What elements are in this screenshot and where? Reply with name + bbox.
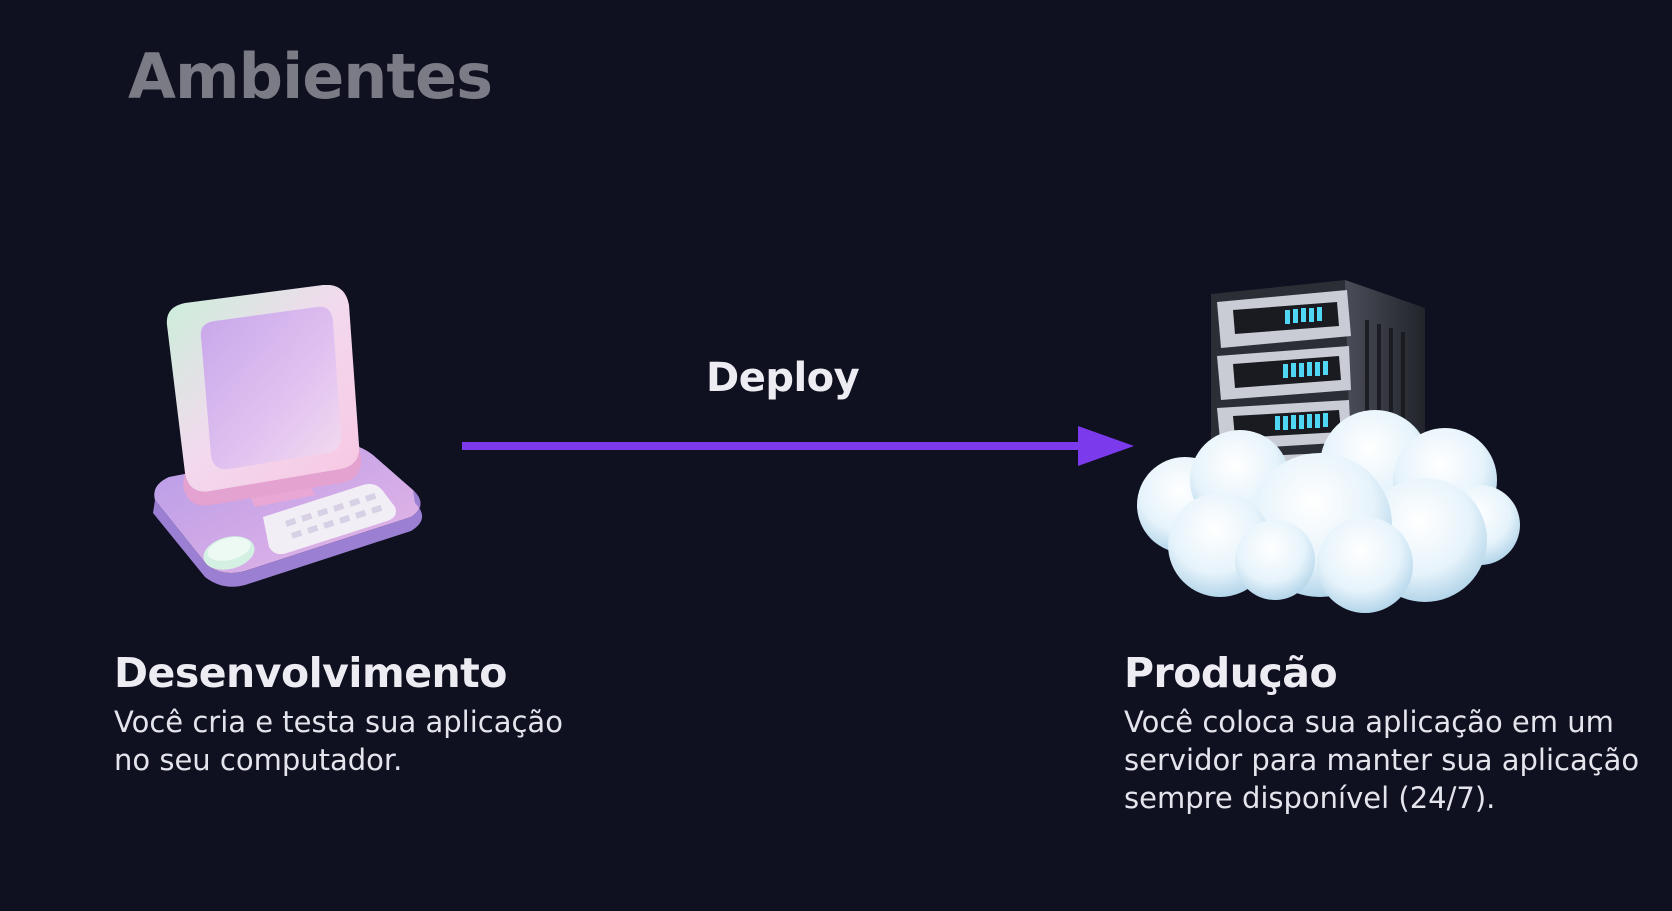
computer-icon <box>145 284 445 605</box>
deploy-arrow <box>462 426 1134 466</box>
production-section: Produção Você coloca sua aplicação em um… <box>1124 649 1664 817</box>
cloud-server-icon <box>1125 280 1525 620</box>
deploy-label: Deploy <box>706 355 860 401</box>
production-title: Produção <box>1124 649 1338 697</box>
development-description: Você cria e testa sua aplicação no seu c… <box>114 705 563 778</box>
production-description: Você coloca sua aplicação em um servidor… <box>1124 705 1640 816</box>
development-title: Desenvolvimento <box>114 649 507 697</box>
slide-title: Ambientes <box>128 40 493 113</box>
development-section: Desenvolvimento Você cria e testa sua ap… <box>114 649 674 779</box>
